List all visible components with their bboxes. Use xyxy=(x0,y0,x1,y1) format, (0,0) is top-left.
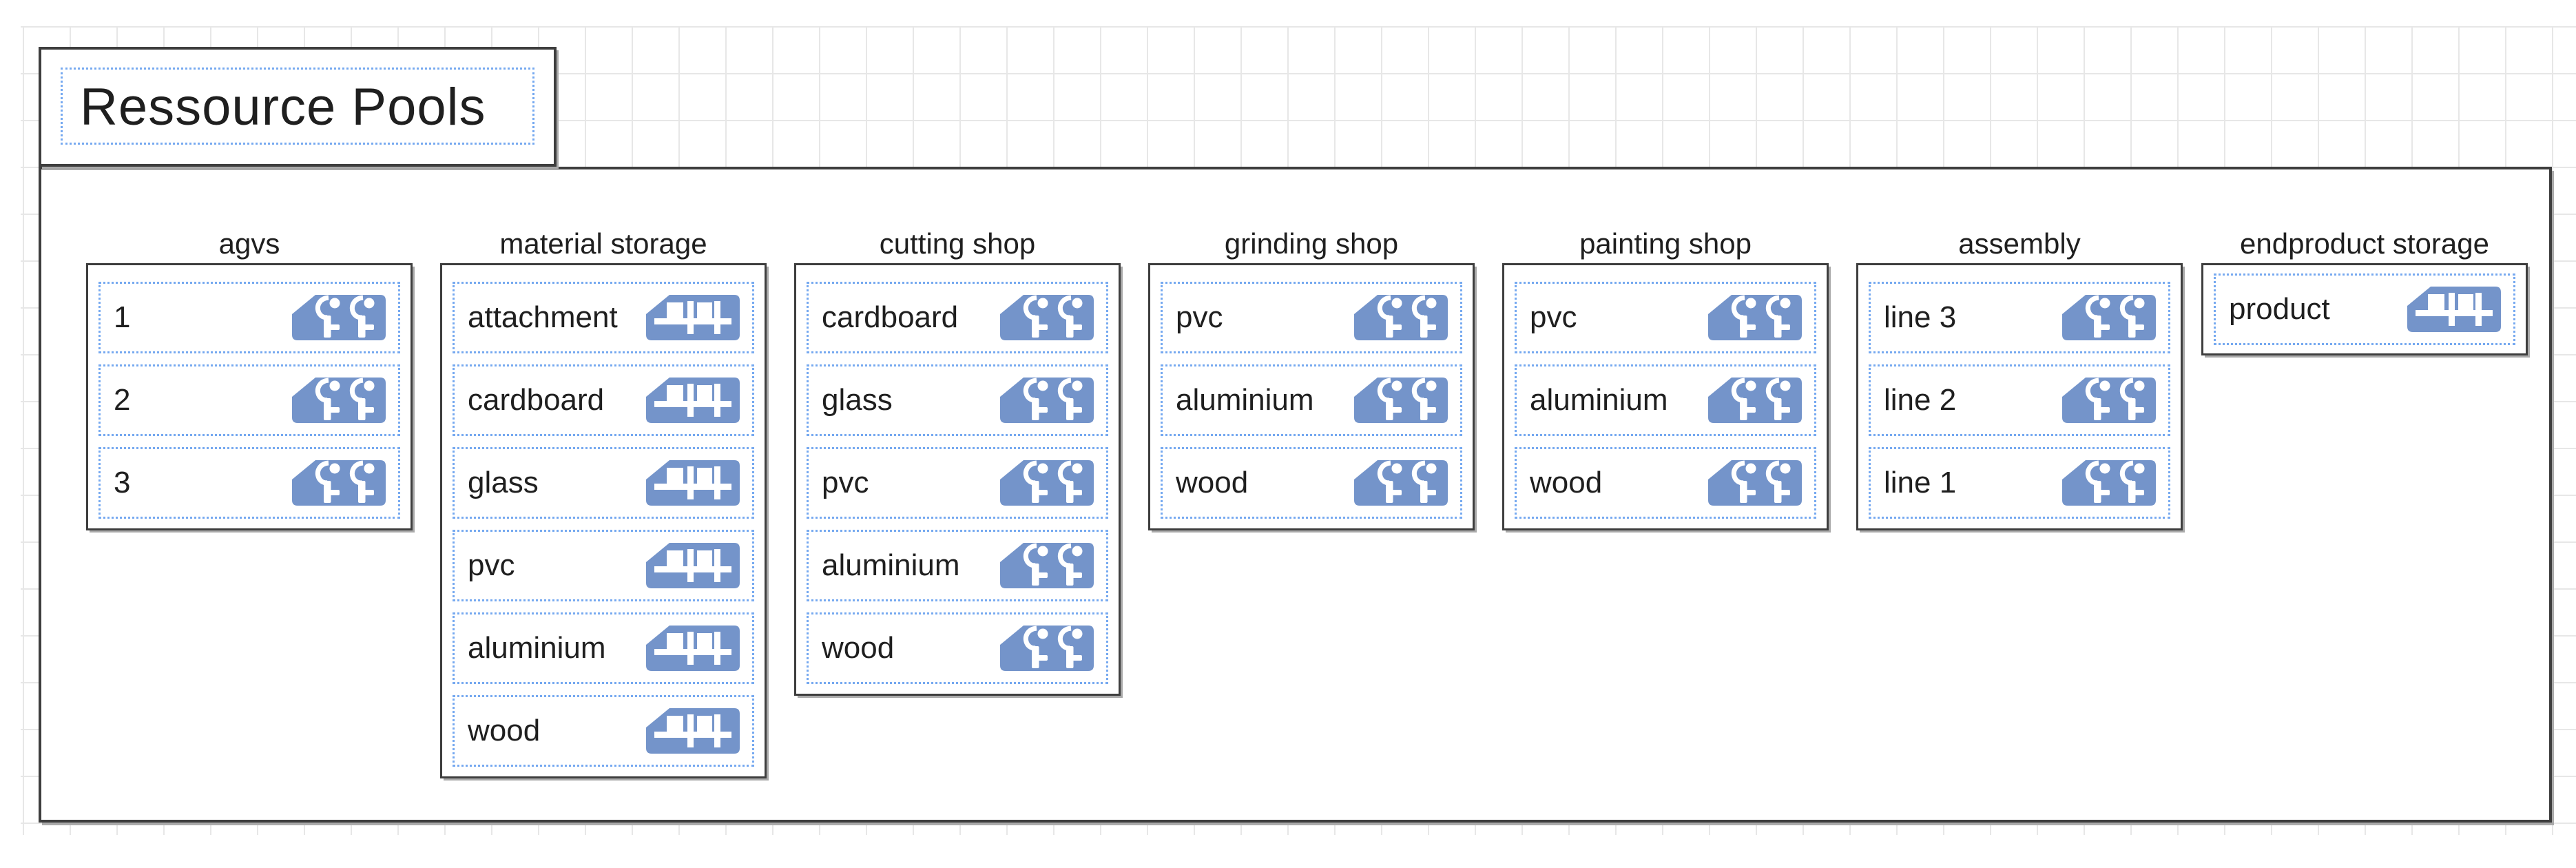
item-label: pvc xyxy=(1176,300,1223,334)
group-label-agvs[interactable]: agvs xyxy=(218,227,280,260)
group-label-endproduct-storage[interactable]: endproduct storage xyxy=(2240,227,2489,260)
item-label: cardboard xyxy=(822,300,959,334)
item-label: 3 xyxy=(114,466,131,499)
item-label: line 1 xyxy=(1884,466,1957,499)
workers-icon xyxy=(2062,378,2156,423)
item-label: 2 xyxy=(114,383,131,417)
workers-icon xyxy=(1354,295,1448,340)
item-label: aluminium xyxy=(468,631,606,665)
workers-icon xyxy=(1354,460,1448,506)
selection-outline xyxy=(61,68,534,145)
group-box-grinding-shop[interactable]: pvc aluminium wood xyxy=(1148,263,1475,530)
resource-pool-item[interactable]: glass xyxy=(807,364,1108,436)
resource-pool-item[interactable]: cardboard xyxy=(807,282,1108,353)
resource-pool-item[interactable]: pvc xyxy=(1161,282,1462,353)
workers-icon xyxy=(1708,460,1802,506)
item-label: attachment xyxy=(468,300,618,334)
item-label: pvc xyxy=(822,466,869,499)
group-label-grinding-shop[interactable]: grinding shop xyxy=(1224,227,1399,260)
group-label-assembly[interactable]: assembly xyxy=(1958,227,2081,260)
item-label: pvc xyxy=(1530,300,1577,334)
group-box-material-storage[interactable]: attachment cardboard glass xyxy=(440,263,767,778)
resource-pool-item[interactable]: glass xyxy=(453,447,754,519)
resource-pool-item[interactable]: 2 xyxy=(98,364,400,436)
resource-pool-item[interactable]: line 2 xyxy=(1869,364,2170,436)
workers-icon xyxy=(1354,378,1448,423)
workers-icon xyxy=(292,460,386,506)
resource-pool-item[interactable]: wood xyxy=(807,612,1108,684)
workers-icon xyxy=(1000,626,1094,671)
item-label: aluminium xyxy=(1176,383,1314,417)
rack-icon xyxy=(646,708,740,754)
resource-pool-item[interactable]: 1 xyxy=(98,282,400,353)
item-label: 1 xyxy=(114,300,131,334)
group-label-cutting-shop[interactable]: cutting shop xyxy=(879,227,1036,260)
workers-icon xyxy=(1000,460,1094,506)
page-title: Ressource Pools xyxy=(80,77,486,136)
group-box-painting-shop[interactable]: pvc aluminium wood xyxy=(1502,263,1829,530)
resource-pool-item[interactable]: wood xyxy=(1515,447,1816,519)
rack-icon xyxy=(2407,287,2501,332)
workers-icon xyxy=(1000,378,1094,423)
resource-pool-item[interactable]: line 1 xyxy=(1869,447,2170,519)
item-label: glass xyxy=(822,383,893,417)
resource-pool-item[interactable]: product xyxy=(2214,273,2515,345)
group-box-agvs[interactable]: 1 2 3 xyxy=(86,263,413,530)
item-label: line 2 xyxy=(1884,383,1957,417)
item-label: wood xyxy=(468,714,541,747)
item-label: aluminium xyxy=(822,548,960,582)
title-box[interactable]: Ressource Pools xyxy=(39,47,557,167)
group-label-material-storage[interactable]: material storage xyxy=(499,227,707,260)
workers-icon xyxy=(1000,295,1094,340)
workers-icon xyxy=(292,295,386,340)
item-label: product xyxy=(2229,292,2330,326)
workers-icon xyxy=(1000,543,1094,588)
workers-icon xyxy=(2062,460,2156,506)
resource-pool-item[interactable]: pvc xyxy=(453,530,754,601)
item-label: aluminium xyxy=(1530,383,1668,417)
item-label: wood xyxy=(1530,466,1603,499)
item-label: line 3 xyxy=(1884,300,1957,334)
resource-pool-item[interactable]: cardboard xyxy=(453,364,754,436)
item-label: cardboard xyxy=(468,383,605,417)
item-label: wood xyxy=(1176,466,1249,499)
group-box-cutting-shop[interactable]: cardboard glass pvc aluminium wood xyxy=(794,263,1121,696)
item-label: wood xyxy=(822,631,895,665)
workers-icon xyxy=(292,378,386,423)
rack-icon xyxy=(646,460,740,506)
workers-icon xyxy=(1708,295,1802,340)
group-box-assembly[interactable]: line 3 line 2 line 1 xyxy=(1856,263,2183,530)
group-box-endproduct-storage[interactable]: product xyxy=(2201,263,2528,355)
resource-pool-item[interactable]: wood xyxy=(1161,447,1462,519)
rack-icon xyxy=(646,543,740,588)
rack-icon xyxy=(646,626,740,671)
resource-pool-item[interactable]: aluminium xyxy=(453,612,754,684)
group-label-painting-shop[interactable]: painting shop xyxy=(1579,227,1752,260)
resource-pool-item[interactable]: line 3 xyxy=(1869,282,2170,353)
workers-icon xyxy=(2062,295,2156,340)
resource-pool-item[interactable]: aluminium xyxy=(1161,364,1462,436)
item-label: glass xyxy=(468,466,539,499)
rack-icon xyxy=(646,378,740,423)
resource-pool-item[interactable]: pvc xyxy=(807,447,1108,519)
resource-pool-item[interactable]: wood xyxy=(453,695,754,767)
resource-pool-item[interactable]: attachment xyxy=(453,282,754,353)
item-label: pvc xyxy=(468,548,515,582)
resource-pool-item[interactable]: 3 xyxy=(98,447,400,519)
rack-icon xyxy=(646,295,740,340)
resource-pool-item[interactable]: aluminium xyxy=(1515,364,1816,436)
resource-pool-item[interactable]: pvc xyxy=(1515,282,1816,353)
resource-pool-item[interactable]: aluminium xyxy=(807,530,1108,601)
workers-icon xyxy=(1708,378,1802,423)
